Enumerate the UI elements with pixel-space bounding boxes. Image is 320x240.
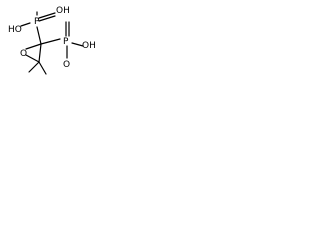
left-phosphorus-label: P	[34, 17, 40, 27]
right-phosphorus-label: P	[63, 37, 69, 47]
bond-p1-ho	[20, 22, 31, 27]
chemical-structure-svg: HO P OH P OH O O	[8, 6, 96, 75]
molecule-structure-diagram: HO P OH P OH O O	[0, 0, 102, 90]
bond-p2-oh	[71, 42, 84, 47]
bond-carbon-p2	[40, 38, 61, 45]
bond-methyl-left	[28, 61, 40, 73]
right-oxo-label: O	[63, 60, 70, 70]
ring-oxygen-label: O	[20, 49, 27, 59]
left-hydroxyl-label: HO	[8, 25, 22, 35]
upper-hydroxyl-label: OH	[56, 6, 70, 16]
bond-methyl-right	[38, 61, 47, 75]
bond-p1-o-double-a	[38, 12, 56, 19]
bond-ring-c1-o	[25, 43, 42, 50]
bond-ring-o-c2	[25, 54, 40, 63]
bond-p1-o-double-b	[38, 15, 56, 22]
right-hydroxyl-label: OH	[82, 41, 96, 51]
bond-ring-c1-c2	[38, 43, 42, 63]
bond-p1-carbon	[36, 26, 42, 45]
